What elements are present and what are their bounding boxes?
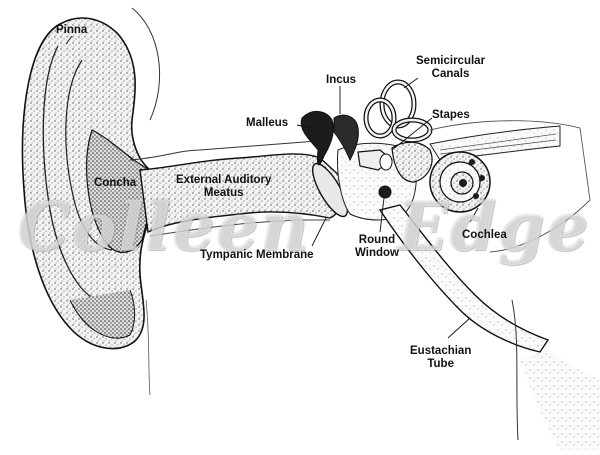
cochlea-marker-3 [473,193,479,199]
neck-line-lower [145,299,151,396]
label-semicircular-canals-line1: Semicircular [416,55,486,67]
malleus-shape [300,111,334,166]
leader-semicircular [403,77,419,89]
antihelix [65,59,113,251]
leader-tympanic [311,217,327,247]
eustachian-tube-shape [378,204,550,353]
label-cochlea: Cochlea [462,229,507,241]
label-eustachian-tube: Eustachian Tube [410,345,471,371]
watermark-right: Edge [398,188,591,266]
label-external-auditory-meatus-line2: Meatus [203,187,244,199]
tympanic-membrane-shape [311,162,349,218]
label-eustachian-tube-line1: Eustachian [410,345,472,357]
skin-contour-lower [149,219,330,237]
pharynx-wall [511,299,519,441]
label-external-auditory-meatus-line1: External Auditory [176,174,272,186]
watermark-left: Colleen [18,188,311,266]
cochlea-apex [459,179,467,187]
label-pinna: Pinna [56,24,88,36]
label-malleus: Malleus [246,117,289,129]
label-round-window: Round Window [355,234,399,260]
label-semicircular-canals-line2: Canals [431,68,470,80]
leader-eustachian [447,317,471,339]
pharynx-stipple [518,350,600,450]
oval-window [379,153,393,171]
label-tympanic-membrane: Tympanic Membrane [200,249,314,261]
label-semicircular-canals: Semicircular Canals [416,55,485,81]
leader-stapes [391,117,433,151]
earlobe [69,289,136,339]
label-incus: Incus [326,74,357,86]
semicircular-canal-2-inner [364,98,396,138]
concha-bowl [86,129,151,253]
label-round-window-line1: Round [358,234,396,246]
cochlea-marker-2 [479,175,485,181]
label-concha: Concha [94,177,137,189]
leader-malleus [296,124,311,129]
round-window-shape [378,185,392,199]
label-stapes: Stapes [432,109,470,121]
leader-round-window [379,197,385,233]
helix-fold [42,45,97,301]
neck-line [131,7,161,121]
label-round-window-line2: Window [355,247,399,259]
label-eustachian-tube-line2: Tube [427,358,454,370]
incus-shape [333,114,359,162]
pinna-shape [21,17,151,350]
leader-cochlea [469,207,479,223]
leader-pinna [65,35,73,45]
semicircular-canal-3-inner [392,118,432,142]
cochlea-marker-1 [469,159,475,165]
skin-contour-upper [129,139,331,161]
label-external-auditory-meatus: External Auditory Meatus [176,174,271,200]
vestibule [391,141,433,183]
temporal-bone-outline [429,120,591,253]
